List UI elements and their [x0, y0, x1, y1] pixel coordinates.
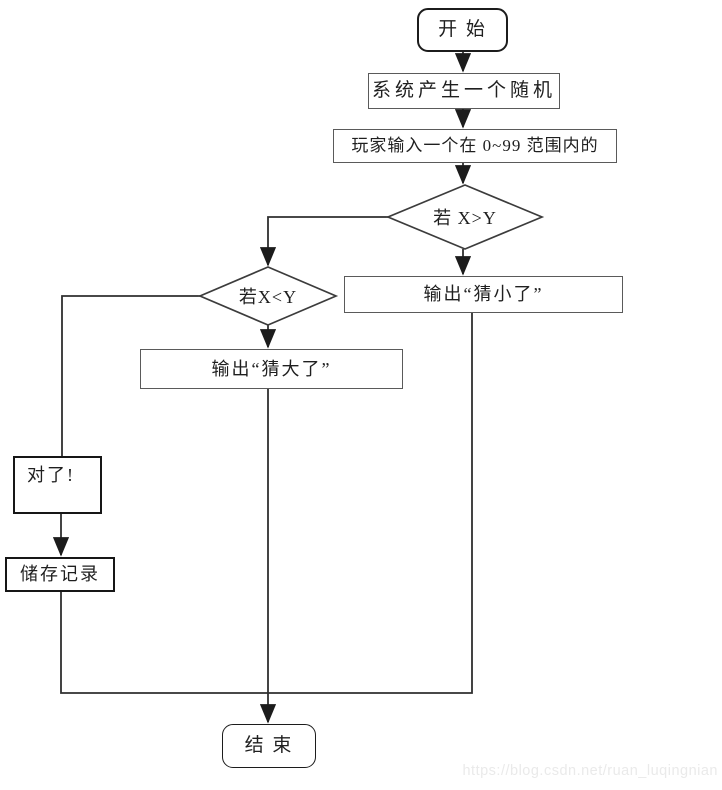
- end-label: 结 束: [244, 735, 294, 757]
- output-small-label: 输出“猜小了”: [423, 284, 544, 305]
- decision-x-less-y-shape: [197, 266, 339, 326]
- output-big-label: 输出“猜大了”: [211, 358, 332, 379]
- process-correct: 对了!: [13, 456, 102, 514]
- decision-x-less-y-label: 若X<Y: [238, 287, 298, 307]
- decision-x-greater-y-shape: [385, 184, 545, 250]
- process-generate-random: 系统产生一个随机: [368, 73, 560, 109]
- process-output-guess-big: 输出“猜大了”: [140, 349, 403, 389]
- end-terminal: 结 束: [222, 724, 316, 768]
- generate-label: 系统产生一个随机: [371, 80, 556, 102]
- decision-x-greater-y-label: 若 X>Y: [433, 208, 497, 228]
- edge-check-greater-to-check-less: [259, 216, 390, 267]
- save-label: 储存记录: [20, 564, 100, 585]
- process-save-record: 储存记录: [5, 557, 115, 592]
- edge-check-less-to-correct: [61, 295, 200, 456]
- csdn-watermark: https://blog.csdn.net/ruan_luqingnian: [462, 763, 718, 779]
- process-output-guess-small: 输出“猜小了”: [344, 276, 623, 313]
- process-player-input: 玩家输入一个在 0~99 范围内的: [333, 129, 617, 163]
- edge-merge-collector: [60, 313, 473, 694]
- start-terminal: 开 始: [417, 8, 508, 52]
- correct-label: 对了!: [27, 465, 75, 485]
- input-label: 玩家输入一个在 0~99 范围内的: [351, 136, 599, 156]
- start-label: 开 始: [438, 19, 487, 41]
